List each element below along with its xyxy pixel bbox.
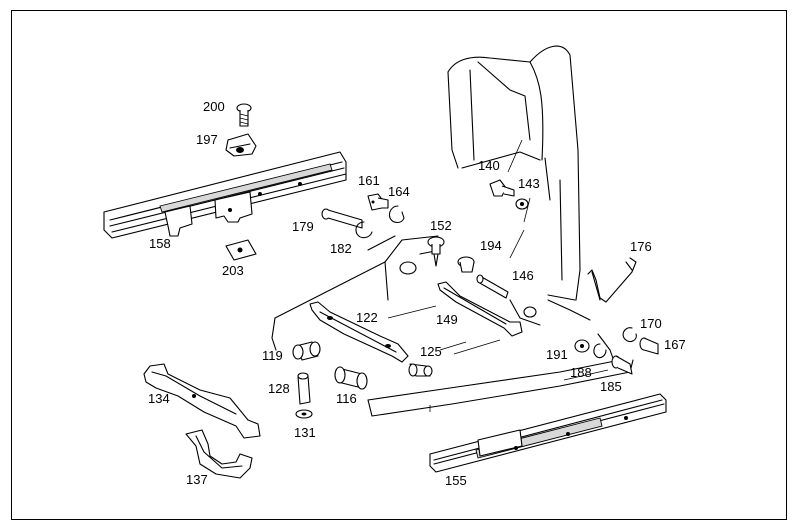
part-128-sleeve: [297, 372, 311, 405]
label-137: 137: [186, 472, 208, 487]
part-137-bracket: [185, 429, 253, 479]
label-197: 197: [196, 132, 218, 147]
label-134: 134: [148, 391, 170, 406]
label-188: 188: [570, 365, 592, 380]
label-116: 116: [336, 391, 357, 406]
label-170: 170: [640, 316, 662, 331]
part-119-roller: [292, 341, 321, 361]
part-176-spring-clip: [587, 257, 637, 303]
label-131: 131: [294, 425, 316, 440]
label-194: 194: [480, 238, 502, 253]
part-149-link-bar: [437, 281, 523, 337]
part-152-push-clip: [427, 236, 445, 267]
label-182: 182: [330, 241, 352, 256]
label-164: 164: [388, 184, 410, 199]
label-119: 119: [262, 348, 283, 363]
part-122-lever-arm: [309, 301, 409, 363]
part-143-bolt: [489, 179, 529, 210]
part-170-circlip: [622, 327, 637, 343]
part-131-washer: [295, 409, 313, 419]
part-146-pin: [476, 274, 509, 299]
label-203: 203: [222, 263, 244, 278]
part-197-clip-nut: [225, 133, 257, 157]
label-122: 122: [356, 310, 378, 325]
label-143: 143: [518, 176, 540, 191]
part-194-nut: [457, 256, 475, 273]
part-164-circlip: [388, 205, 405, 224]
part-167-pin: [639, 337, 659, 355]
label-128: 128: [268, 381, 290, 396]
part-125-bushing: [408, 363, 433, 377]
part-155-seat-rail: [429, 393, 667, 473]
label-185: 185: [600, 379, 622, 394]
diagram-frame: [11, 10, 787, 520]
label-200: 200: [203, 99, 225, 114]
label-146: 146: [512, 268, 534, 283]
label-176: 176: [630, 239, 652, 254]
part-116-roller: [334, 366, 368, 390]
label-191: 191: [546, 347, 568, 362]
part-188-circlip: [593, 343, 607, 359]
part-200-screw: [236, 103, 252, 127]
label-149: 149: [436, 312, 458, 327]
part-182-circlip: [355, 221, 373, 239]
label-161: 161: [358, 173, 380, 188]
part-191-washer: [574, 339, 590, 353]
label-125: 125: [420, 344, 442, 359]
part-179-pin: [321, 208, 363, 229]
label-152: 152: [430, 218, 452, 233]
callout-labels: 200 197 158 203 161 164 179 182 152 140 …: [148, 99, 686, 488]
part-185-pin: [611, 355, 633, 375]
label-158: 158: [149, 236, 171, 251]
part-161-bolt: [367, 193, 389, 211]
part-158-seat-rail: [103, 151, 347, 239]
part-203-nut-plate: [225, 239, 257, 261]
label-167: 167: [664, 337, 686, 352]
leader-lines: [387, 139, 609, 381]
label-179: 179: [292, 219, 314, 234]
seat-backrest: [447, 45, 581, 301]
label-140: 140: [478, 158, 500, 173]
part-134-bracket: [143, 363, 261, 439]
label-155: 155: [445, 473, 467, 488]
